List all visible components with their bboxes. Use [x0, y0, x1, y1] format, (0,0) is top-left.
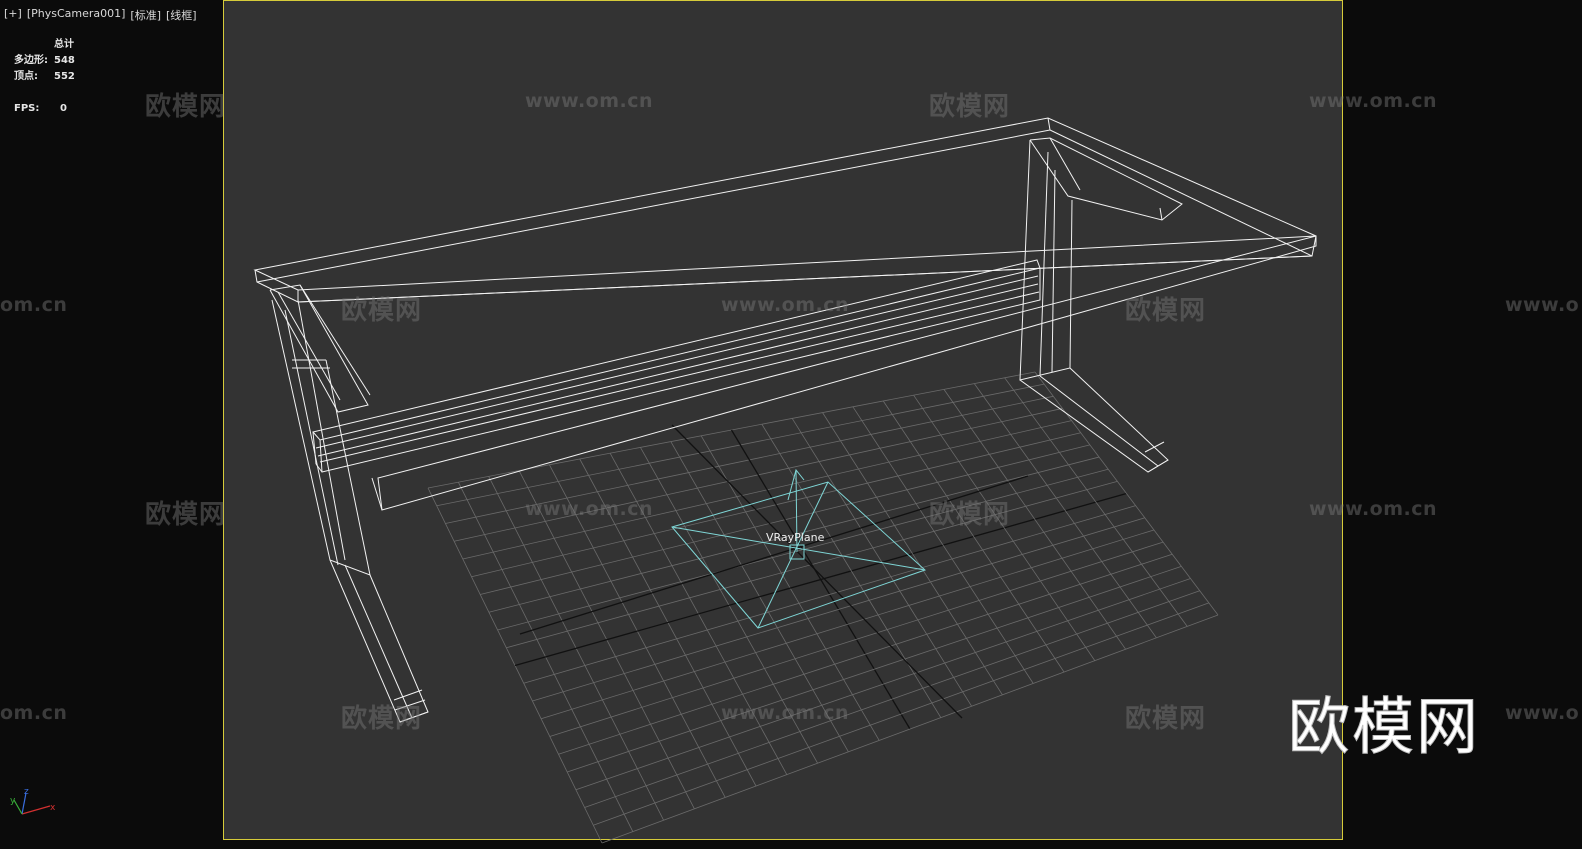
- tabletop-top-face: [253, 117, 1317, 291]
- stretcher-line-c: [319, 291, 1040, 463]
- stats-polygons-label: 多边形:: [14, 55, 48, 66]
- grid-line-v: [584, 590, 1200, 808]
- right-leg-top-arm-inner2: [1159, 207, 1163, 221]
- right-leg-column-mid2: [1051, 169, 1056, 373]
- tabletop-front-edge: [254, 235, 1317, 303]
- grid-line-v: [532, 517, 1145, 702]
- left-leg-foot-mid: [344, 564, 413, 719]
- stats-vertices-label: 顶点:: [14, 71, 38, 82]
- home-grid: [427, 371, 1219, 844]
- vrayplane-diag-b: [757, 481, 829, 629]
- axis-z-label: z: [24, 787, 29, 797]
- grid-line-v: [540, 529, 1155, 720]
- stats-polygons-value: 548: [54, 55, 75, 66]
- viewport-shading-standard-menu[interactable]: [标准]: [130, 9, 161, 22]
- stats-vertices-value: 552: [54, 71, 75, 82]
- grid-line-u: [852, 406, 1034, 684]
- world-axis-x: [519, 475, 1029, 635]
- left-leg-foot-end2: [393, 689, 423, 701]
- grid-line-v: [593, 602, 1209, 826]
- stats-fps-label: FPS:: [14, 103, 40, 114]
- grid-line-u: [1034, 371, 1219, 616]
- left-leg-top-arm: [269, 284, 369, 413]
- table-wireframe[interactable]: [253, 117, 1317, 723]
- stretcher-top: [312, 259, 1041, 441]
- vrayplane-arrow: [787, 468, 805, 501]
- grid-line-u: [943, 389, 1126, 650]
- grid-line-u: [973, 383, 1157, 639]
- grid-line-v: [567, 566, 1182, 773]
- grid-line-v: [575, 578, 1191, 791]
- viewport-label-menu: [+] [PhysCamera001] [标准] [线框]: [4, 7, 197, 23]
- axis-x-label: x: [50, 803, 56, 813]
- stats-polygons-row: 多边形: 548: [14, 53, 75, 69]
- right-leg-column: [1019, 139, 1073, 381]
- right-leg-column-mid: [1039, 151, 1049, 377]
- brand-logo: 欧模网: [1287, 690, 1481, 764]
- left-leg-column-back: [297, 299, 346, 561]
- right-leg-top-arm-inner: [1049, 137, 1081, 191]
- tabletop-side-lower: [1049, 129, 1313, 257]
- stats-header: 总计: [54, 39, 74, 50]
- stats-fps-row: FPS: 0: [14, 101, 75, 117]
- grid-line-v: [549, 541, 1164, 737]
- right-leg-foot-end2: [1144, 441, 1165, 453]
- grid-line-v: [558, 553, 1173, 755]
- left-leg-top-arm-inner2: [277, 291, 341, 401]
- vrayplane-center-box: [789, 544, 805, 560]
- viewport-camera-menu[interactable]: [PhysCamera001]: [26, 7, 126, 20]
- front-apron: [377, 235, 1317, 511]
- viewport-shading-mode-menu[interactable]: [线框]: [166, 9, 197, 22]
- left-leg-foot-end: [399, 711, 429, 723]
- grid-line-u: [761, 423, 942, 718]
- front-apron-top: [371, 477, 383, 511]
- vrayplane-label: VRayPlane: [766, 531, 825, 544]
- grid-line-u: [822, 412, 1003, 696]
- vrayplane-diag-a: [671, 526, 926, 571]
- tabletop-back-edge: [1047, 117, 1051, 131]
- stats-vertices-row: 顶点: 552: [14, 69, 75, 85]
- axis-gizmo: x z y: [10, 787, 56, 815]
- viewport-plus-menu[interactable]: [+]: [4, 7, 22, 20]
- left-leg-top-arm-inner: [299, 284, 371, 396]
- grid-line-v: [523, 505, 1136, 684]
- axis-y-label: y: [10, 796, 16, 806]
- tabletop-underside: [297, 255, 1313, 303]
- grid-line-u: [1004, 377, 1188, 627]
- scene-statistics: 总计 多边形: 548 顶点: 552 FPS: 0: [14, 37, 75, 117]
- vrayplane-quad: [671, 481, 926, 629]
- left-leg-foot-tip: [394, 699, 426, 711]
- grid-line-u: [882, 400, 1065, 673]
- left-leg-column-front: [284, 309, 339, 566]
- vrayplane-normal: [795, 469, 798, 553]
- stats-fps-value: 0: [60, 103, 67, 114]
- stretcher-line-b: [317, 283, 1039, 457]
- grid-line-v: [601, 614, 1219, 844]
- tabletop-back-lower: [256, 129, 1051, 283]
- grid-line-u: [913, 394, 1096, 661]
- right-leg-top-arm: [1029, 137, 1183, 221]
- left-leg-column: [271, 299, 371, 576]
- grid-line-v: [514, 492, 1127, 667]
- stretcher-front: [319, 268, 1041, 473]
- left-leg-foot: [329, 559, 429, 723]
- right-leg-foot-mid: [1039, 375, 1159, 467]
- stretcher-line-a: [315, 275, 1039, 449]
- world-axis-y: [671, 424, 963, 719]
- vrayplane-gizmo[interactable]: [671, 468, 926, 629]
